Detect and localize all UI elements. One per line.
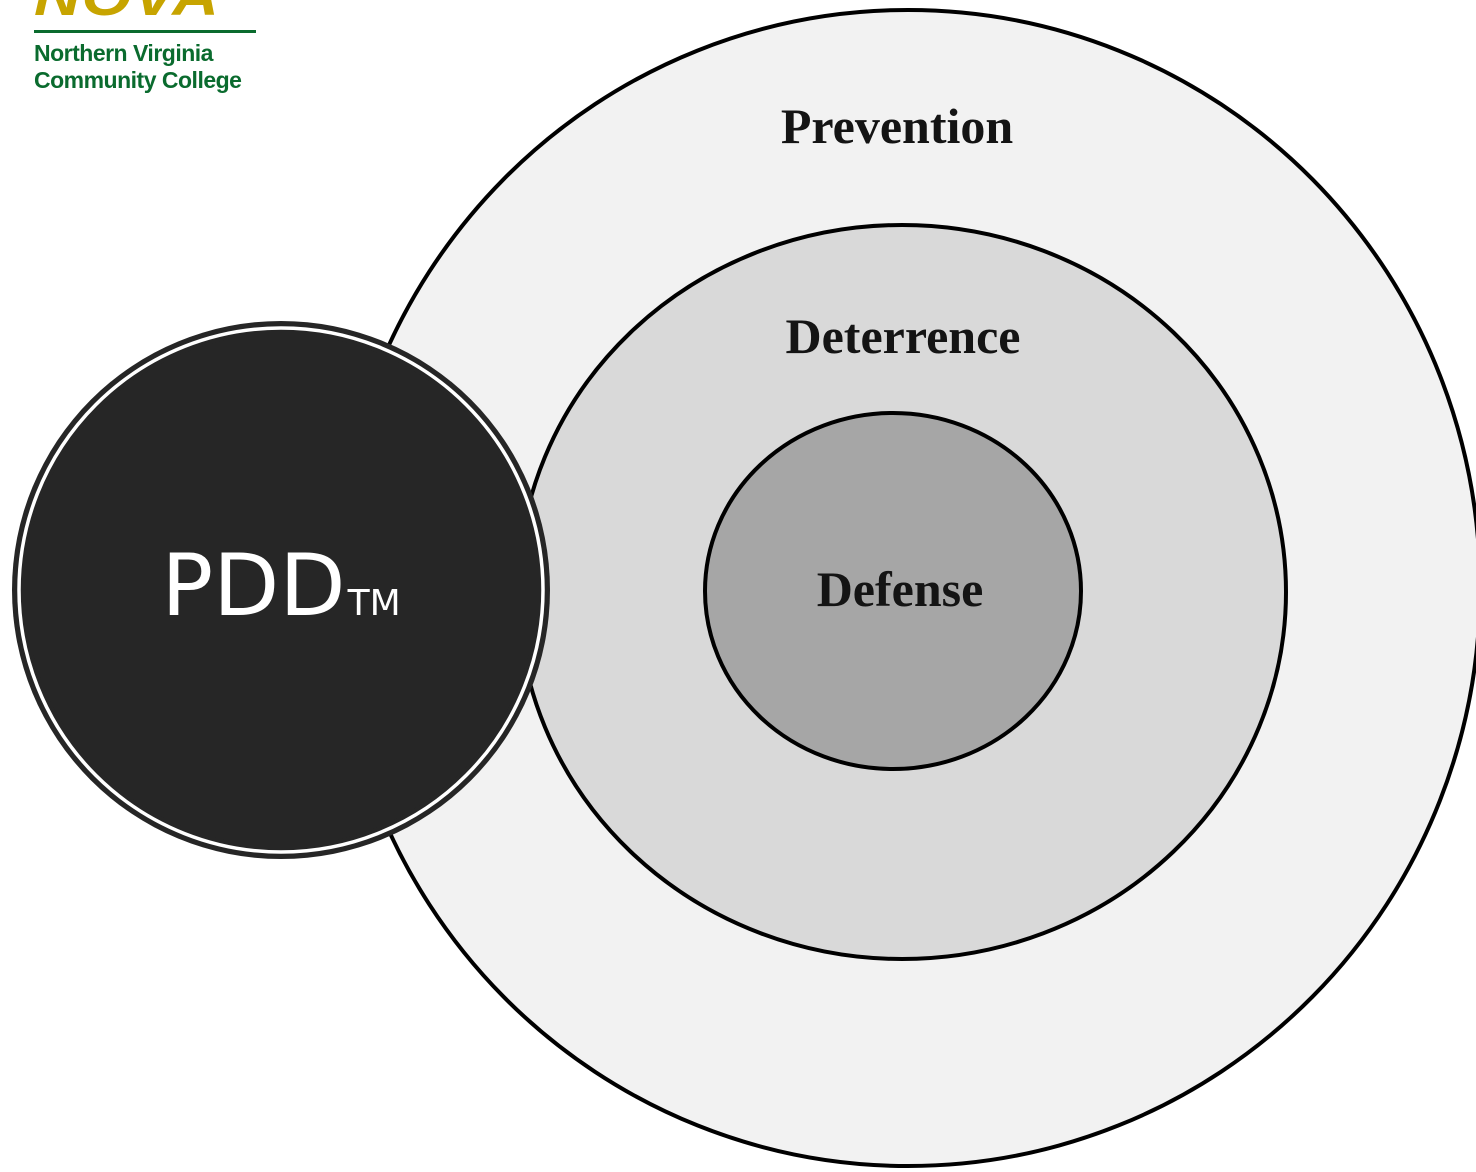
pdd-badge-label: PDDTM <box>161 536 400 660</box>
nova-wordmark: NOVA <box>34 0 220 24</box>
logo-line-1: Northern Virginia <box>34 40 213 66</box>
nova-logo: NOVA Northern Virginia Community College <box>34 0 264 100</box>
deterrence-label: Deterrence <box>785 308 1021 364</box>
pdd-text: PDD <box>161 536 346 636</box>
logo-divider <box>34 30 256 33</box>
pdd-badge <box>25 334 537 846</box>
pdd-badge-white-ring <box>17 326 545 854</box>
trademark-suffix: TM <box>347 583 401 624</box>
defense-label: Defense <box>816 561 984 617</box>
logo-line-2: Community College <box>34 67 242 93</box>
prevention-label: Prevention <box>780 98 1014 154</box>
defense-ring <box>703 411 1083 771</box>
